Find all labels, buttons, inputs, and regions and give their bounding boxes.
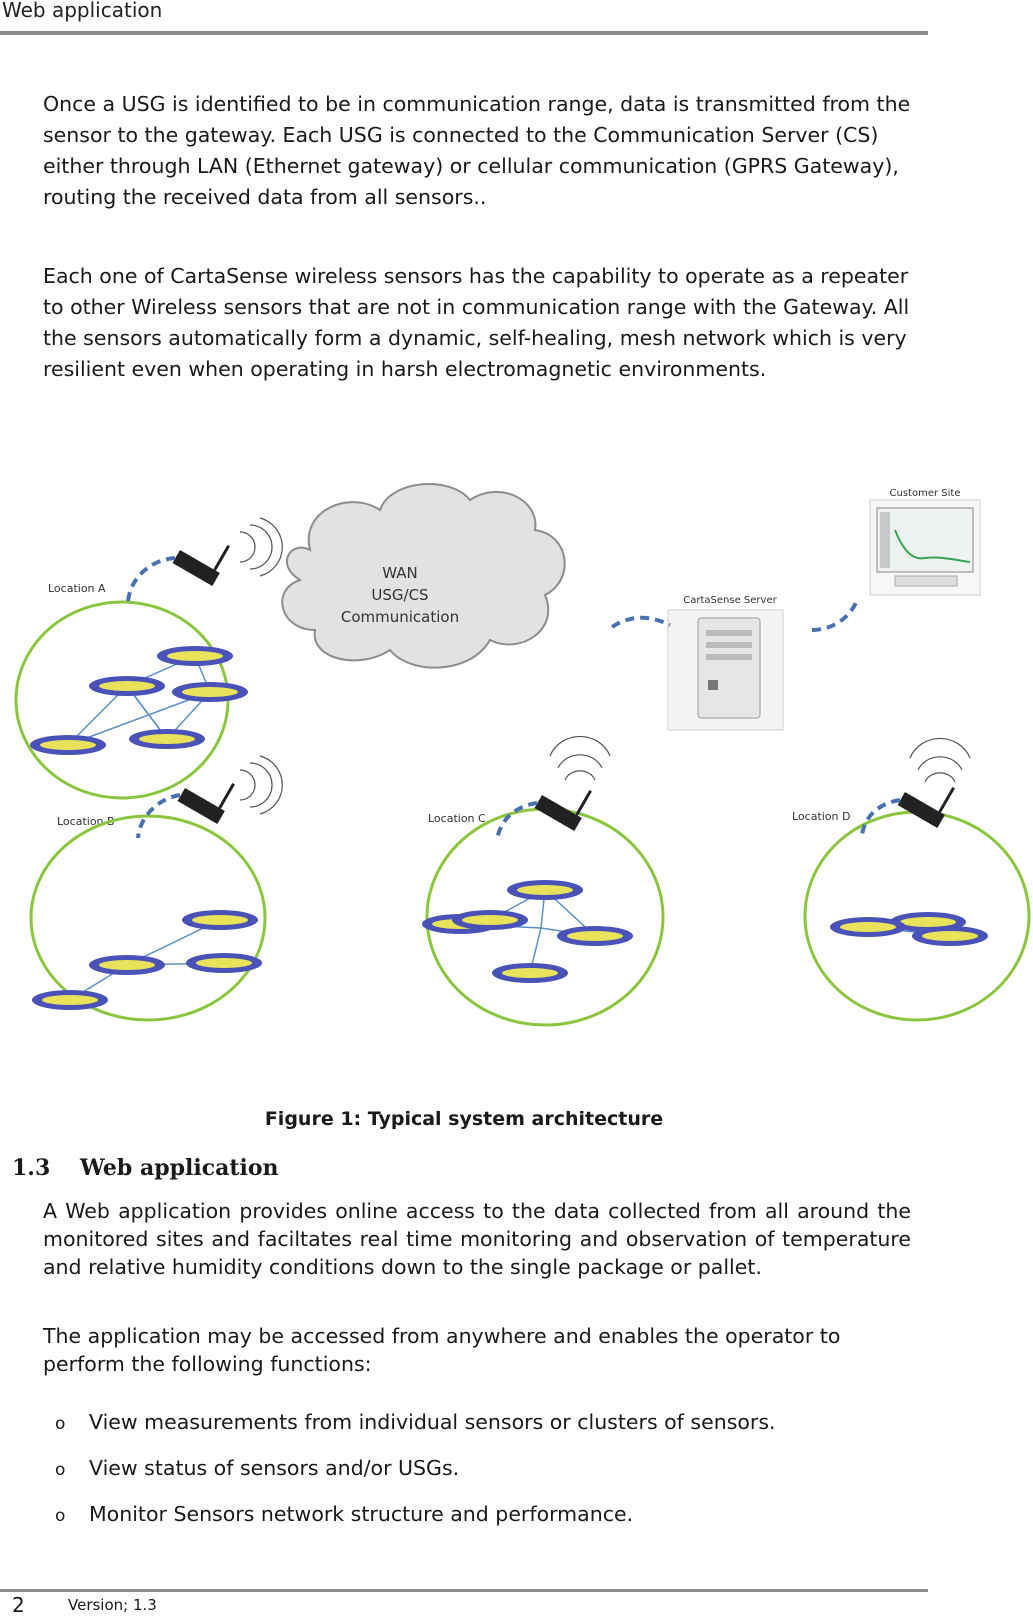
bullet-mark: o (55, 1414, 66, 1434)
location-c-label: Location C (428, 812, 486, 825)
bullet-text: View measurements from individual sensor… (89, 1410, 776, 1434)
section-paragraph-2: The application may be accessed from any… (43, 1324, 841, 1376)
customer-monitor-icon (869, 499, 981, 596)
bullet-text: View status of sensors and/or USGs. (89, 1456, 460, 1480)
cloud-server-link (610, 615, 671, 629)
gateway-icon (172, 545, 230, 586)
system-architecture-diagram: WAN USG/CS Communication CartaSense Serv… (14, 483, 1031, 1027)
footer-rule (0, 1589, 928, 1592)
figure-caption: Figure 1: Typical system architecture (264, 1108, 664, 1130)
sensor (89, 955, 165, 975)
gateways (172, 545, 955, 831)
bullet-item: o View status of sensors and/or USGs. (55, 1454, 459, 1484)
sensor (557, 926, 633, 946)
sensor (186, 953, 262, 973)
section-heading: 1.3 Web application (12, 1155, 279, 1181)
header-rule (0, 31, 928, 35)
sensor (172, 682, 248, 702)
sensor (89, 676, 165, 696)
sensor (30, 735, 106, 755)
wan-cloud (281, 483, 566, 669)
location-a-label: Location A (48, 582, 106, 595)
cluster-b (29, 814, 267, 1022)
bullet-item: o View measurements from individual senso… (55, 1408, 776, 1438)
cloud-line-3: Communication (341, 608, 459, 626)
location-d-label: Location D (792, 810, 851, 823)
version-label: Version; 1.3 (68, 1596, 157, 1614)
sensors (30, 646, 988, 1010)
cloud-line-1: WAN (382, 564, 418, 582)
cloud-line-2: USG/CS (371, 586, 428, 604)
sensor (492, 963, 568, 983)
bullet-item: o Monitor Sensors network structure and p… (55, 1500, 633, 1530)
bullet-mark: o (55, 1460, 66, 1480)
gateway-links (126, 556, 901, 841)
section-title: Web application (80, 1155, 279, 1181)
bullet-text: Monitor Sensors network structure and pe… (89, 1502, 634, 1526)
section-paragraph-1: A Web application provides online access… (43, 1199, 911, 1279)
customer-label: Customer Site (890, 488, 961, 499)
server-label: CartaSense Server (683, 595, 777, 606)
sensor (507, 880, 583, 900)
bullet-mark: o (55, 1506, 66, 1526)
sensor (452, 910, 528, 930)
server-customer-link (811, 597, 860, 632)
page-number: 2 (12, 1593, 25, 1617)
gateway-icon (897, 787, 955, 828)
signal-waves (239, 517, 971, 815)
intro-paragraph-2: Each one of CartaSense wireless sensors … (43, 264, 910, 381)
server-icon (667, 609, 784, 731)
sensor (129, 729, 205, 749)
sensor (32, 990, 108, 1010)
sensor (157, 646, 233, 666)
section-number: 1.3 (12, 1155, 51, 1181)
gateway-icon (534, 790, 592, 831)
sensor (830, 917, 906, 937)
header-title: Web application (2, 0, 163, 22)
intro-paragraph-1: Once a USG is identified to be in commun… (43, 92, 911, 209)
sensor (182, 910, 258, 930)
sensor (912, 926, 988, 946)
gateway-icon (177, 783, 235, 824)
